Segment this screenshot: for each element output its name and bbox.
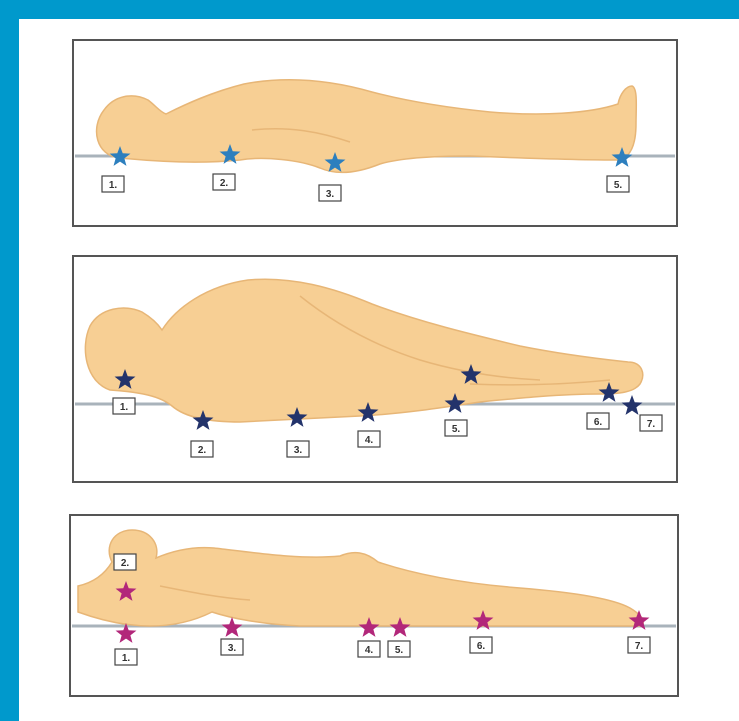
supine-label-4: 5.	[614, 180, 623, 191]
lateral-label-1: 1.	[120, 402, 129, 413]
prone-label-2: 1.	[122, 653, 131, 664]
prone-label-4: 4.	[365, 645, 374, 656]
prone-label-6: 6.	[477, 641, 486, 652]
lateral-label-8: 7.	[647, 419, 656, 430]
lateral-label-7: 6.	[594, 417, 603, 428]
lateral-label-5: 5.	[452, 424, 461, 435]
prone-label-3: 3.	[228, 643, 237, 654]
panel-prone: 2. 1. 3. 4. 5. 6. 7.	[70, 515, 678, 696]
panel-supine: 1. 2. 3. 5.	[73, 40, 677, 226]
supine-label-2: 2.	[220, 178, 229, 189]
panel-lateral: 1. 2. 3. 4. 5. 6. 7.	[73, 256, 677, 482]
lateral-label-2: 2.	[198, 445, 207, 456]
lateral-label-3: 3.	[294, 445, 303, 456]
lateral-label-4: 4.	[365, 435, 374, 446]
supine-label-3: 3.	[326, 189, 335, 200]
prone-label-5: 5.	[395, 645, 404, 656]
supine-label-1: 1.	[109, 180, 118, 191]
prone-label-7: 7.	[635, 641, 644, 652]
prone-label-1: 2.	[121, 558, 130, 569]
